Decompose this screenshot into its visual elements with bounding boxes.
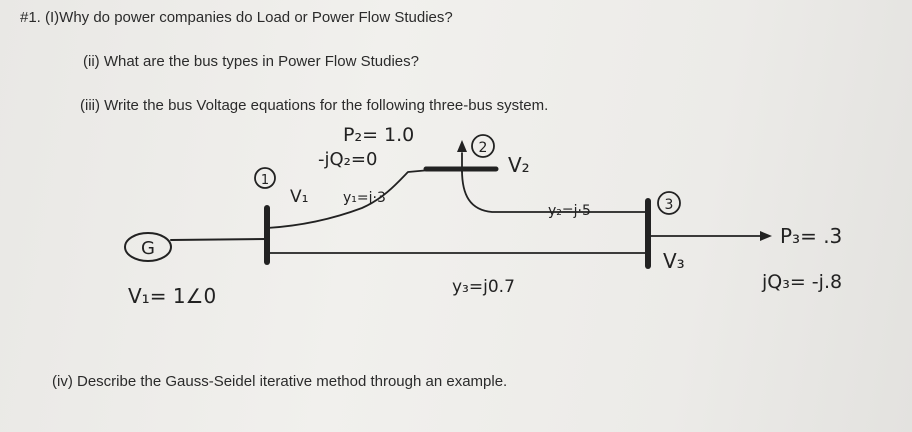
bus-3-load-arrow — [760, 231, 772, 241]
bus-2-number: 2 — [479, 140, 488, 156]
bus-3-p: P₃= .3 — [780, 224, 842, 248]
generator-line — [170, 238, 267, 241]
bus-1-number: 1 — [261, 173, 269, 188]
line-2-3 — [461, 169, 649, 213]
bus-1-spec: V₁= 1∠0 — [128, 284, 216, 308]
line-1-2 — [266, 169, 431, 229]
generator-label: G — [141, 238, 155, 259]
bus-3-voltage-label: V₃ — [663, 249, 685, 273]
bus-3-q: jQ₃= -j.8 — [761, 271, 842, 293]
bus-3-number: 3 — [665, 197, 674, 213]
question-1: #1. (I)Why do power companies do Load or… — [20, 9, 453, 26]
bus-1-voltage-label: V₁ — [290, 187, 308, 207]
bus-2-injection-arrow — [457, 140, 467, 152]
generator-symbol — [124, 232, 172, 262]
question-3: (iii) Write the bus Voltage equations fo… — [80, 97, 549, 114]
question-4: (iv) Describe the Gauss-Seidel iterative… — [52, 373, 508, 390]
bus-2-number-circle — [471, 134, 495, 158]
bus-2-voltage-label: V₂ — [508, 153, 530, 177]
admittance-y12: y₁=j·3 — [343, 190, 386, 206]
bus-2-q: -jQ₂=0 — [318, 149, 377, 170]
question-2: (ii) What are the bus types in Power Flo… — [83, 53, 419, 70]
admittance-y13: y₃=j0.7 — [452, 277, 515, 297]
bus-2-p: P₂= 1.0 — [343, 124, 414, 146]
bus-3-number-circle — [657, 191, 681, 215]
bus-1-number-circle — [254, 167, 276, 189]
admittance-y23: y₂=j·5 — [548, 203, 591, 219]
